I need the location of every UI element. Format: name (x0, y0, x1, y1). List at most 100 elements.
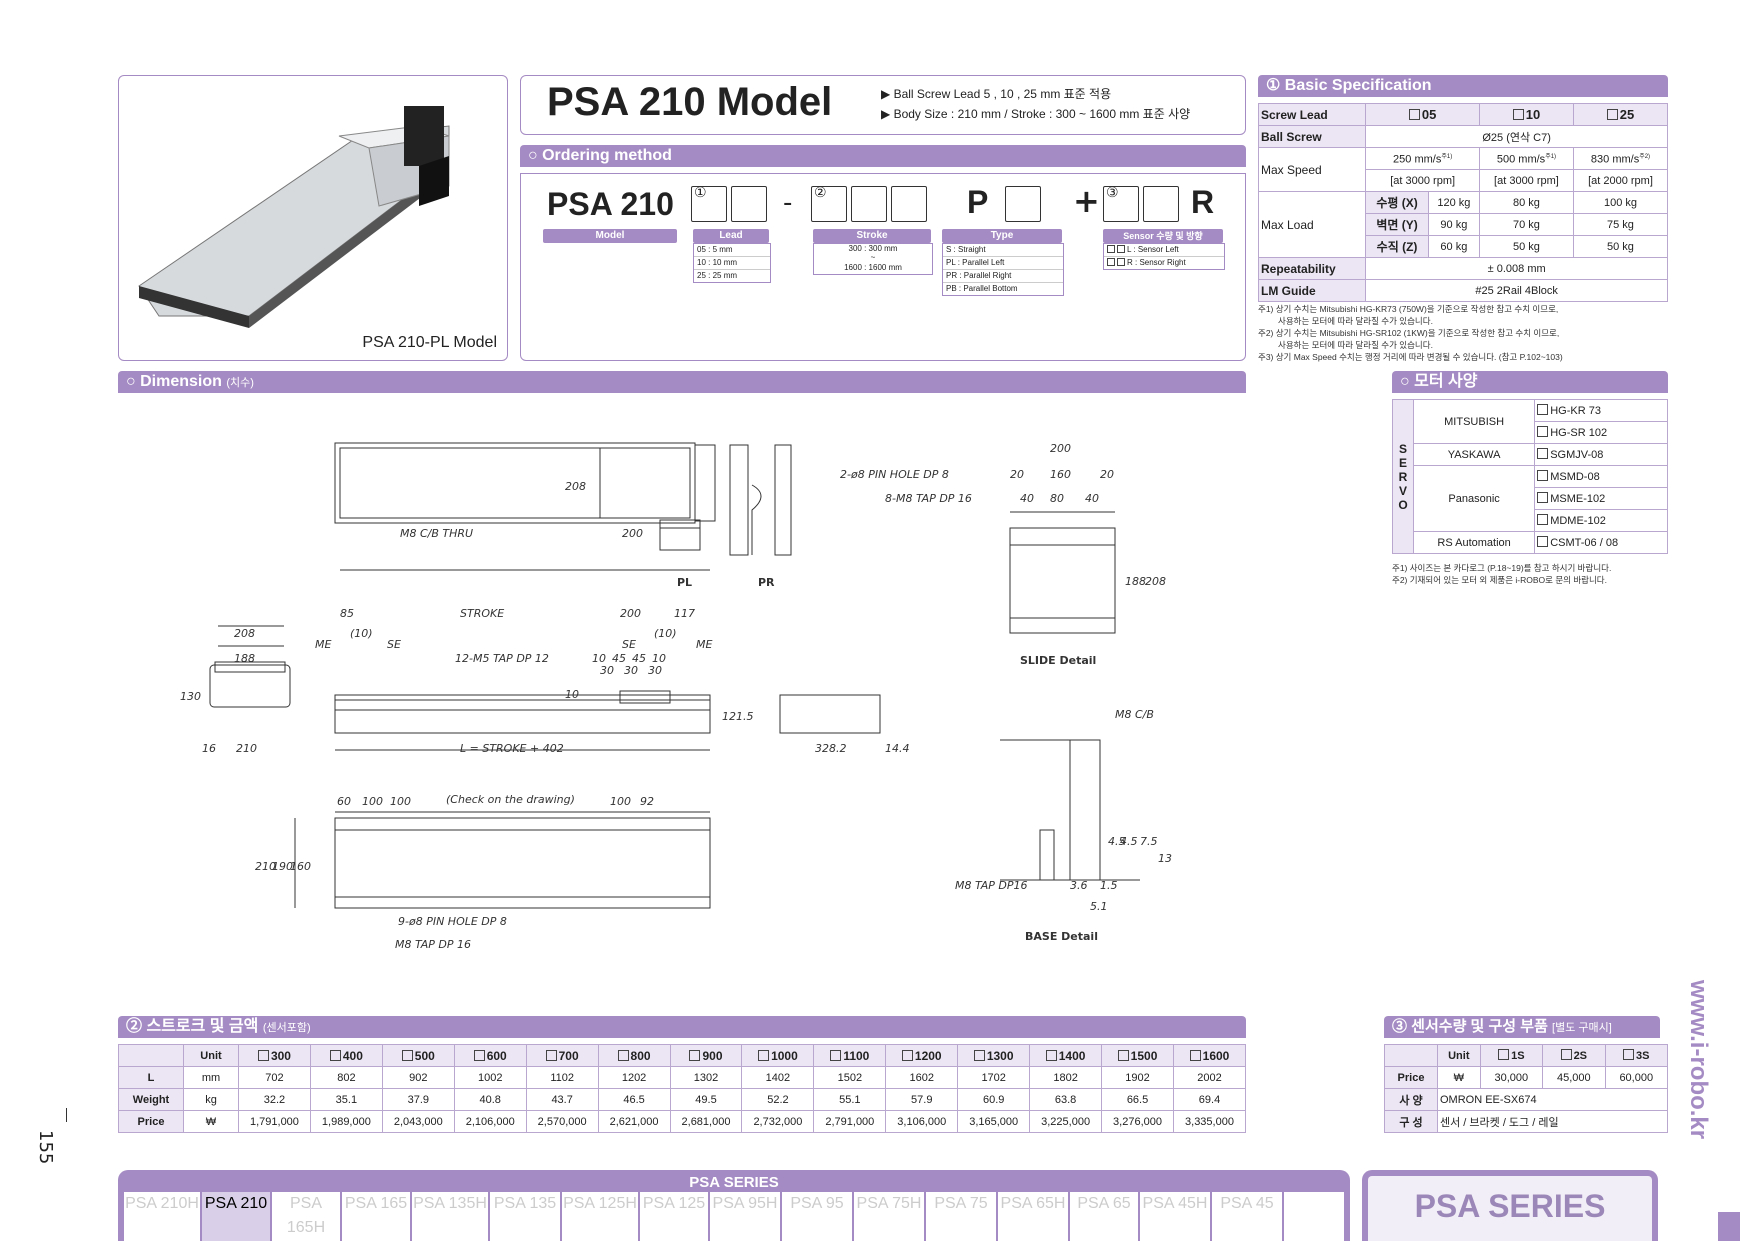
stroke-cell: 66.5 (1101, 1088, 1174, 1111)
stroke-col-300[interactable]: 300 (238, 1044, 311, 1067)
stroke-box-3[interactable] (891, 186, 927, 222)
product-image-panel: PSA 210-PL Model (118, 75, 508, 361)
stroke-col-1300[interactable]: 1300 (957, 1044, 1031, 1067)
website-vertical: www.i-robo.kr (1685, 980, 1712, 1140)
series-tab-psa-125h[interactable]: PSA 125H (562, 1192, 640, 1241)
svg-text:9-ø8 PIN HOLE DP 8: 9-ø8 PIN HOLE DP 8 (398, 915, 507, 928)
stroke-price-header: ② 스트로크 및 금액 (센서포함) (118, 1016, 1246, 1038)
model-title: PSA 210 Model (547, 80, 833, 124)
stroke-cell: 1702 (957, 1066, 1031, 1089)
lead-options: 05 : 5 mm 10 : 10 mm 25 : 25 mm (693, 243, 771, 283)
motor-header: ○ 모터 사양 (1392, 371, 1668, 393)
bullet-1: ▶ Ball Screw Lead 5 , 10 , 25 mm 표준 적용 (881, 87, 1112, 101)
svg-text:100: 100 (390, 795, 411, 808)
svg-text:200: 200 (1050, 442, 1071, 455)
stroke-col-400[interactable]: 400 (309, 1044, 383, 1067)
side-tab-mark (1718, 1212, 1740, 1241)
stroke-col-1100[interactable]: 1100 (813, 1044, 887, 1067)
basic-spec-table: Screw Lead 05 10 25 Ball Screw Ø25 (연삭 C… (1257, 103, 1669, 302)
svg-text:1.5: 1.5 (1100, 879, 1118, 892)
svg-text:30: 30 (600, 664, 614, 677)
lead-box-1[interactable]: ① (691, 185, 727, 222)
stroke-cell: 63.8 (1029, 1088, 1103, 1111)
series-tab-psa-95[interactable]: PSA 95 (782, 1192, 854, 1241)
svg-text:(10): (10) (654, 627, 677, 640)
svg-text:20: 20 (1010, 468, 1024, 481)
svg-text:200: 200 (622, 527, 643, 540)
stroke-col-800[interactable]: 800 (597, 1044, 671, 1067)
stroke-col-1500[interactable]: 1500 (1101, 1044, 1174, 1067)
stroke-cell: 2,043,000 (381, 1110, 455, 1133)
ordering-model-code: PSA 210 (547, 186, 674, 222)
stroke-cell: 35.1 (309, 1088, 383, 1111)
series-tab-psa-125[interactable]: PSA 125 (640, 1192, 710, 1241)
product-caption: PSA 210-PL Model (362, 334, 497, 351)
sensor-box-2[interactable] (1143, 186, 1179, 222)
svg-text:20: 20 (1100, 468, 1114, 481)
svg-text:10: 10 (652, 652, 666, 665)
stroke-box-2[interactable] (851, 186, 887, 222)
stroke-cell: 2,681,000 (669, 1110, 743, 1133)
stroke-col-900[interactable]: 900 (669, 1044, 743, 1067)
svg-text:PL: PL (677, 576, 692, 589)
stroke-col-500[interactable]: 500 (381, 1044, 455, 1067)
series-bar (124, 1176, 1344, 1192)
dash-sign: - (783, 188, 793, 218)
model-title-panel: PSA 210 Model ▶ Ball Screw Lead 5 , 10 ,… (520, 75, 1246, 135)
stroke-cell: 902 (381, 1066, 455, 1089)
series-tab-psa-210[interactable]: PSA 210 (202, 1192, 272, 1241)
svg-text:SE: SE (387, 638, 401, 651)
stroke-box-1[interactable]: ② (811, 185, 847, 222)
stroke-col-1600[interactable]: 1600 (1172, 1044, 1247, 1067)
stroke-col-1400[interactable]: 1400 (1029, 1044, 1103, 1067)
svg-text:M8 TAP DP 16: M8 TAP DP 16 (395, 938, 471, 951)
stroke-options: 300 : 300 mm ~ 1600 : 1600 mm (813, 243, 933, 275)
series-tab-psa-75[interactable]: PSA 75 (926, 1192, 998, 1241)
label-lead: Lead (693, 229, 769, 243)
svg-text:12-M5 TAP DP 12: 12-M5 TAP DP 12 (455, 652, 549, 665)
svg-text:7.5: 7.5 (1140, 835, 1158, 848)
stroke-col-1200[interactable]: 1200 (885, 1044, 959, 1067)
svg-text:45: 45 (612, 652, 626, 665)
svg-text:16: 16 (202, 742, 216, 755)
label-stroke: Stroke (813, 229, 931, 243)
svg-text:(Check on the drawing): (Check on the drawing) (446, 793, 575, 806)
stroke-col-1000[interactable]: 1000 (741, 1044, 815, 1067)
dimension-drawing: M8 C/B THRU 208 200 PL PR 2-ø8 PIN HOLE … (180, 442, 1172, 951)
page-number: 155 (35, 1130, 56, 1165)
stroke-cell: 802 (309, 1066, 383, 1089)
series-tab-psa-135[interactable]: PSA 135 (490, 1192, 562, 1241)
series-tab-psa-95h[interactable]: PSA 95H (710, 1192, 782, 1241)
series-tab-psa-75h[interactable]: PSA 75H (854, 1192, 926, 1241)
stroke-cell: 1902 (1101, 1066, 1174, 1089)
svg-text:3.6: 3.6 (1070, 879, 1088, 892)
svg-text:210: 210 (236, 742, 257, 755)
type-box[interactable] (1005, 186, 1041, 222)
ordering-panel: PSA 210 ① - ② P + ③ R Model Lead 05 : 5 … (520, 173, 1246, 361)
stroke-cell: 3,335,000 (1172, 1110, 1247, 1133)
series-tab-psa-45h[interactable]: PSA 45H (1140, 1192, 1212, 1241)
stroke-cell: 1602 (885, 1066, 959, 1089)
svg-text:328.2: 328.2 (815, 742, 847, 755)
series-tab-psa-45[interactable]: PSA 45 (1212, 1192, 1284, 1241)
series-tab-psa-210h[interactable]: PSA 210H (124, 1192, 202, 1241)
series-tab-psa-135h[interactable]: PSA 135H (412, 1192, 490, 1241)
series-tab-psa-65[interactable]: PSA 65 (1070, 1192, 1140, 1241)
series-tab-psa-165h[interactable]: PSA 165H (272, 1192, 342, 1241)
stroke-cell: 1302 (669, 1066, 743, 1089)
svg-text:188: 188 (1125, 575, 1146, 588)
series-tab-psa-65h[interactable]: PSA 65H (998, 1192, 1070, 1241)
stroke-cell: 3,165,000 (957, 1110, 1031, 1133)
stroke-cell: 1102 (525, 1066, 599, 1089)
sensor-box-1[interactable]: ③ (1103, 185, 1139, 222)
svg-text:208: 208 (565, 480, 586, 493)
stroke-cell: 1,989,000 (309, 1110, 383, 1133)
stroke-cell: 702 (238, 1066, 311, 1089)
svg-text:121.5: 121.5 (722, 710, 754, 723)
svg-text:92: 92 (640, 795, 654, 808)
svg-text:208: 208 (234, 627, 255, 640)
lead-box-2[interactable] (731, 186, 767, 222)
series-tab-psa-165[interactable]: PSA 165 (342, 1192, 412, 1241)
stroke-col-700[interactable]: 700 (525, 1044, 599, 1067)
stroke-col-600[interactable]: 600 (453, 1044, 527, 1067)
